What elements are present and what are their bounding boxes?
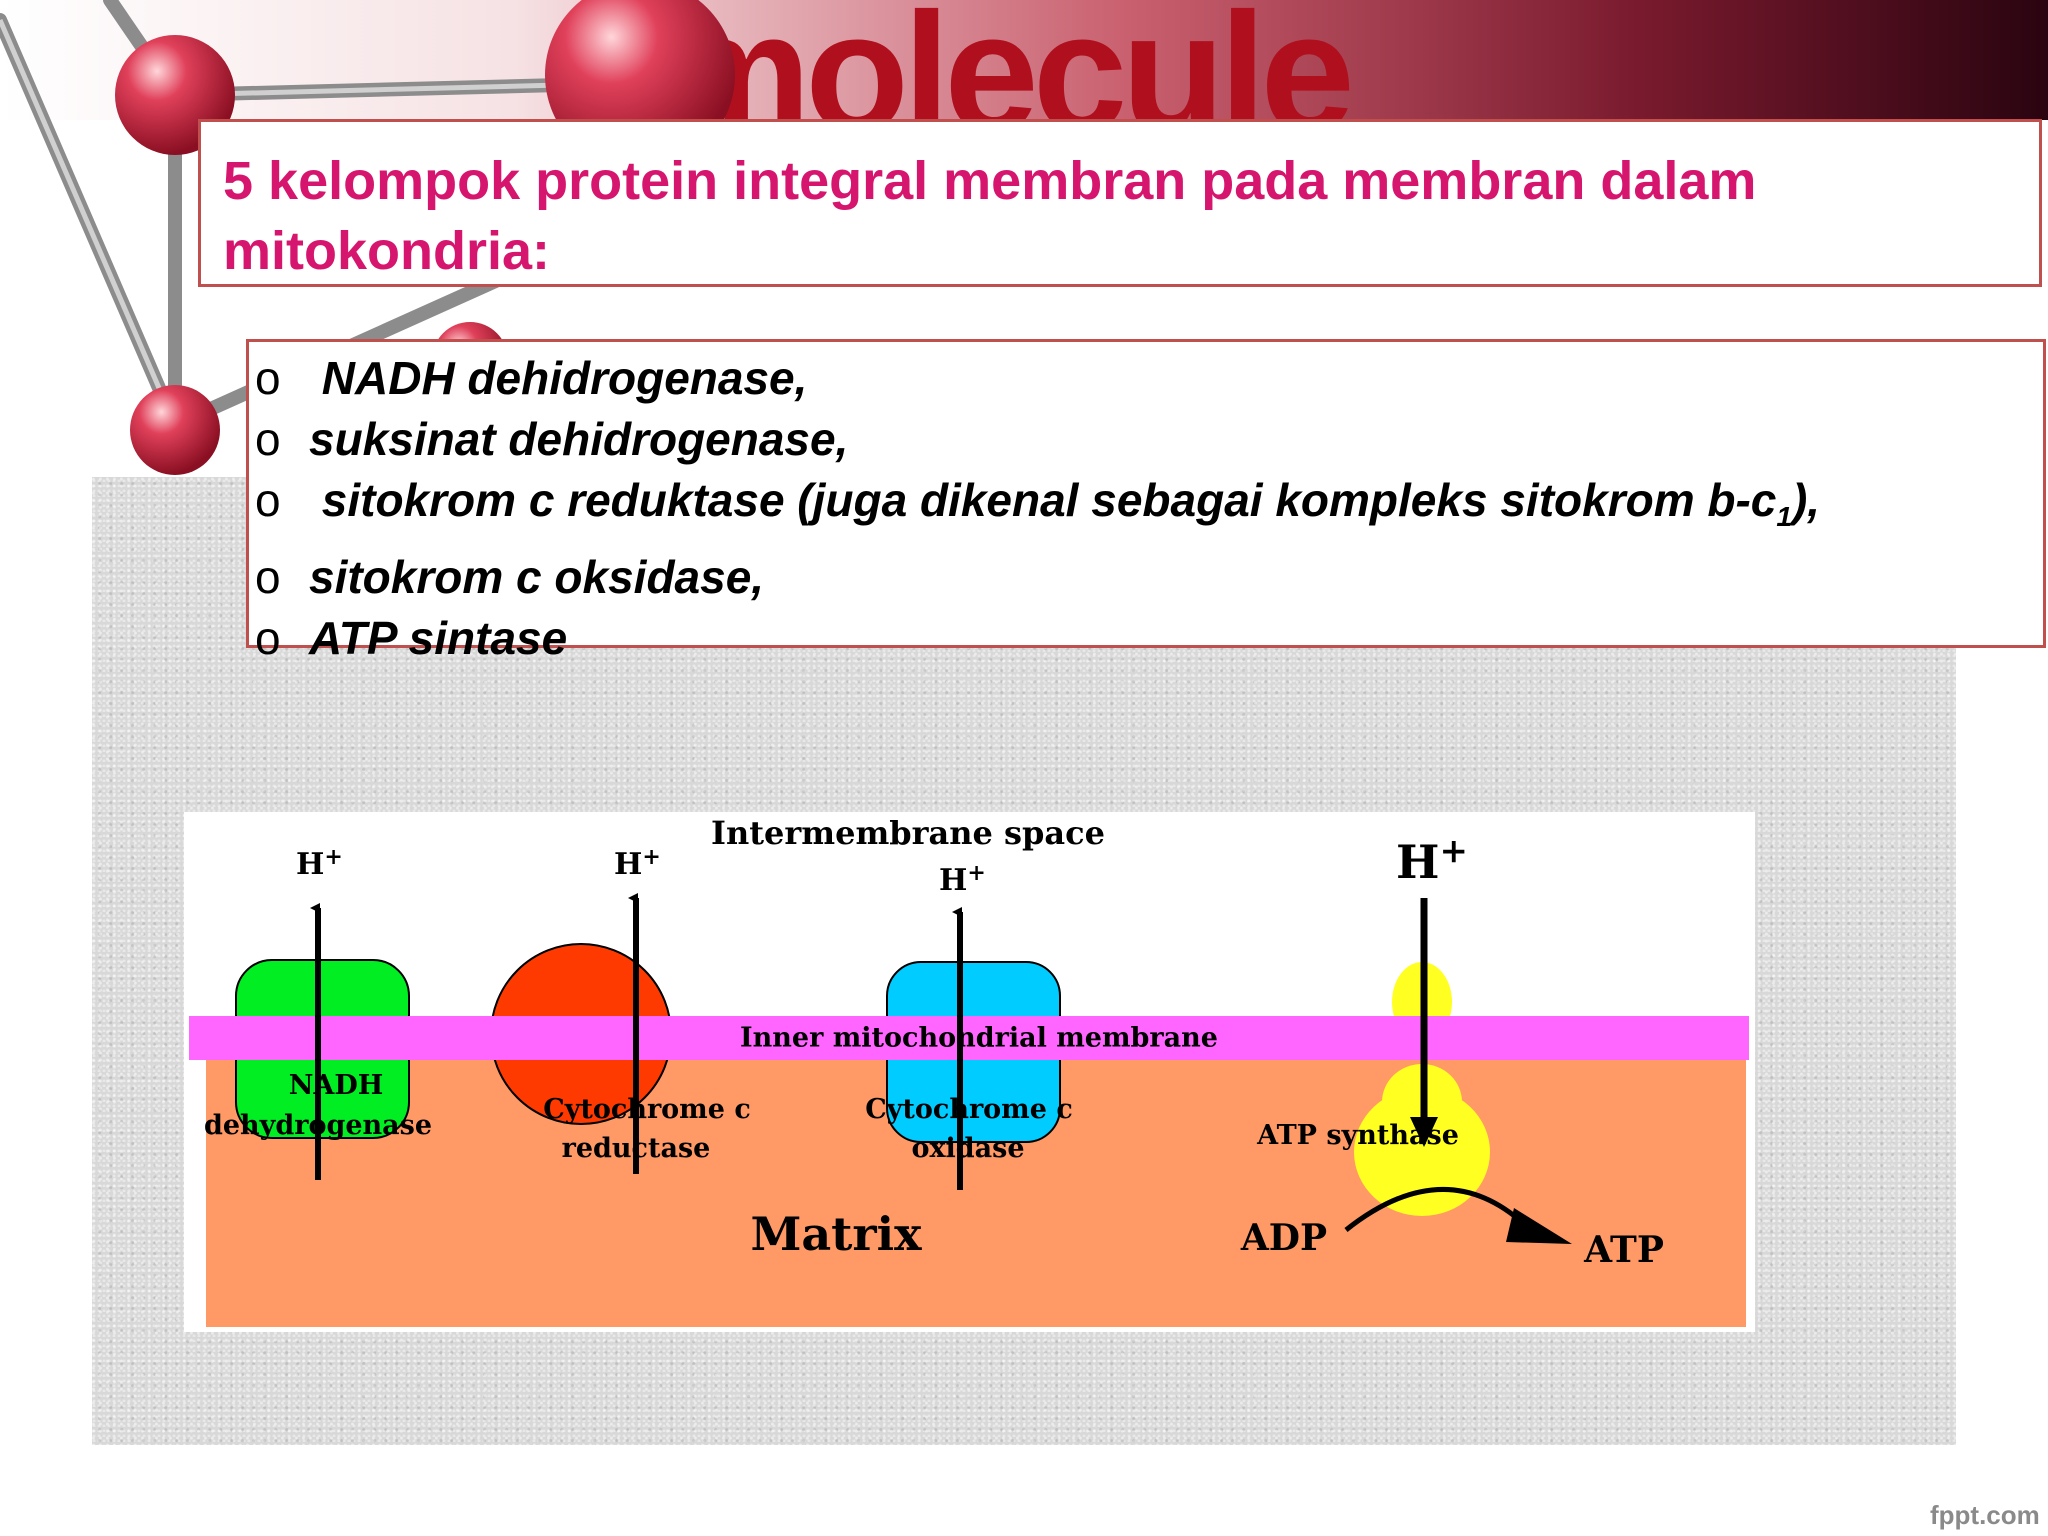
proton-inflow-arrowhead bbox=[1410, 1117, 1438, 1147]
complex-label: reductase bbox=[562, 1133, 711, 1164]
slide-title: 5 kelompok protein integral membran pada… bbox=[223, 151, 1757, 281]
inner-membrane bbox=[189, 1016, 1749, 1060]
bullet: o bbox=[255, 612, 281, 665]
atp-synthase-head bbox=[1354, 1088, 1490, 1216]
adp-label: ADP bbox=[1240, 1217, 1327, 1259]
list-item-text: NADH dehidrogenase, bbox=[309, 352, 808, 404]
electron-transport-diagram: Inner mitochondrial membrane Intermembra… bbox=[184, 812, 1755, 1332]
membrane-label: Inner mitochondrial membrane bbox=[740, 1023, 1218, 1054]
list-item-suffix: ), bbox=[1791, 474, 1821, 526]
footer-credit: fppt.com bbox=[1930, 1500, 2040, 1530]
proton-label: H+ bbox=[296, 844, 343, 882]
complex-label: oxidase bbox=[911, 1133, 1024, 1164]
list-item: o NADH dehidrogenase, bbox=[255, 348, 2043, 409]
matrix-label: Matrix bbox=[750, 1207, 922, 1261]
list-item-text: sitokrom c reduktase (juga dikenal sebag… bbox=[309, 474, 1777, 526]
proton-label-large: H+ bbox=[1396, 831, 1468, 889]
proton-label: H+ bbox=[939, 860, 986, 898]
atp-label: ATP bbox=[1583, 1229, 1664, 1271]
list-item: o ATP sintase bbox=[255, 608, 2043, 669]
bullet: o bbox=[255, 413, 281, 465]
reaction-arrow bbox=[1344, 1186, 1526, 1232]
proton-label: H+ bbox=[614, 844, 661, 882]
intermembrane-label: Intermembrane space bbox=[711, 814, 1105, 852]
list-item-text: ATP sintase bbox=[309, 612, 568, 665]
header-banner bbox=[0, 0, 2048, 120]
list-item-text: sitokrom c oksidase, bbox=[309, 551, 765, 604]
bullet: o bbox=[255, 474, 281, 526]
protein-list-box: o NADH dehidrogenase, o suksinat dehidrog… bbox=[246, 339, 2046, 664]
list-item-text: suksinat dehidrogenase, bbox=[309, 413, 849, 465]
list-item: o sitokrom c reduktase (juga dikenal seb… bbox=[255, 470, 2043, 547]
reaction-arrowhead bbox=[1506, 1208, 1572, 1244]
list-item: o sitokrom c oksidase, bbox=[255, 547, 2043, 608]
list-item-subscript: 1 bbox=[1776, 501, 1792, 533]
complex-label: Cytochrome c bbox=[543, 1094, 751, 1125]
bullet: o bbox=[255, 352, 281, 404]
atp-synthase-label: ATP synthase bbox=[1256, 1120, 1459, 1151]
list-item: o suksinat dehidrogenase, bbox=[255, 409, 2043, 470]
title-box: 5 kelompok protein integral membran pada… bbox=[198, 119, 2042, 287]
protein-list: o NADH dehidrogenase, o suksinat dehidrog… bbox=[255, 348, 2043, 669]
complex-label: dehydrogenase bbox=[204, 1110, 432, 1141]
bullet: o bbox=[255, 551, 281, 604]
complex-label: NADH bbox=[289, 1070, 384, 1101]
complex-label: Cytochrome c bbox=[865, 1094, 1073, 1125]
